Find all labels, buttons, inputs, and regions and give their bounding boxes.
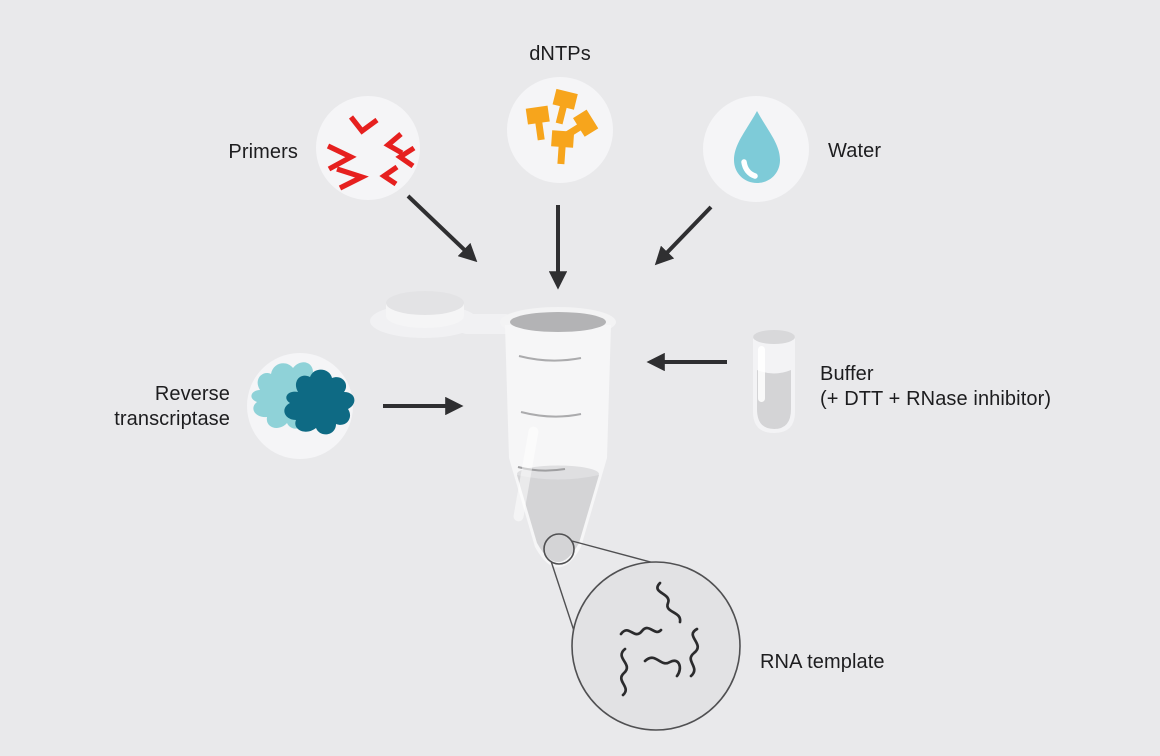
rna-strand	[689, 627, 700, 678]
tube-cap	[370, 291, 514, 338]
rna-template-callout	[543, 533, 741, 731]
tube-graduation-mark	[520, 411, 582, 418]
primers-icon	[326, 115, 416, 191]
water-drop-icon	[734, 111, 780, 183]
buffer-label: Buffer (+ DTT + RNase inhibitor)	[820, 362, 1051, 412]
magnifier-line-lower	[550, 560, 577, 638]
rna-template-label: RNA template	[760, 651, 885, 673]
enzyme-blob-dark	[284, 369, 355, 435]
microcentrifuge-tube	[500, 307, 616, 568]
dntps-circle-bg	[507, 77, 613, 183]
water-drop-highlight	[741, 159, 758, 179]
cap-top	[386, 291, 464, 315]
rna-strand	[619, 626, 663, 636]
tube-graduation-mark	[518, 355, 582, 362]
arrows	[383, 194, 727, 416]
magnifier-line-upper	[571, 540, 659, 565]
tube-highlight	[513, 426, 539, 522]
arrow-water-to-tube	[654, 205, 713, 266]
magnifier-source-circle	[543, 533, 575, 565]
rna-strands	[619, 581, 700, 697]
water-label: Water	[828, 140, 882, 162]
reverse-transcriptase-label-line2: transcriptase	[114, 408, 230, 430]
rna-strand	[656, 581, 682, 624]
dntps-icon	[525, 88, 599, 165]
arrow-primers-to-tube	[406, 194, 478, 263]
buffer-tube-opening	[753, 330, 795, 344]
reverse-transcriptase-icon	[251, 362, 355, 435]
rna-magnified-circle	[571, 561, 741, 731]
buffer-tube-highlight	[758, 346, 765, 402]
buffer-label-line2: (+ DTT + RNase inhibitor)	[820, 388, 1052, 410]
reverse-transcriptase-label: Reverse transcriptase	[50, 382, 230, 432]
tube-opening	[510, 312, 606, 332]
dntps-label: dNTPs	[529, 43, 591, 65]
buffer-tube	[753, 330, 795, 433]
tube-graduation-mark	[517, 466, 566, 472]
reverse-transcriptase-label-line1: Reverse	[154, 383, 230, 405]
tube-liquid	[517, 475, 599, 562]
rna-strand	[619, 647, 629, 697]
rna-strand	[643, 656, 682, 678]
primers-label: Primers	[228, 141, 298, 163]
buffer-liquid	[757, 370, 791, 429]
primers-circle-bg	[316, 96, 420, 200]
buffer-label-line1: Buffer	[820, 363, 874, 385]
